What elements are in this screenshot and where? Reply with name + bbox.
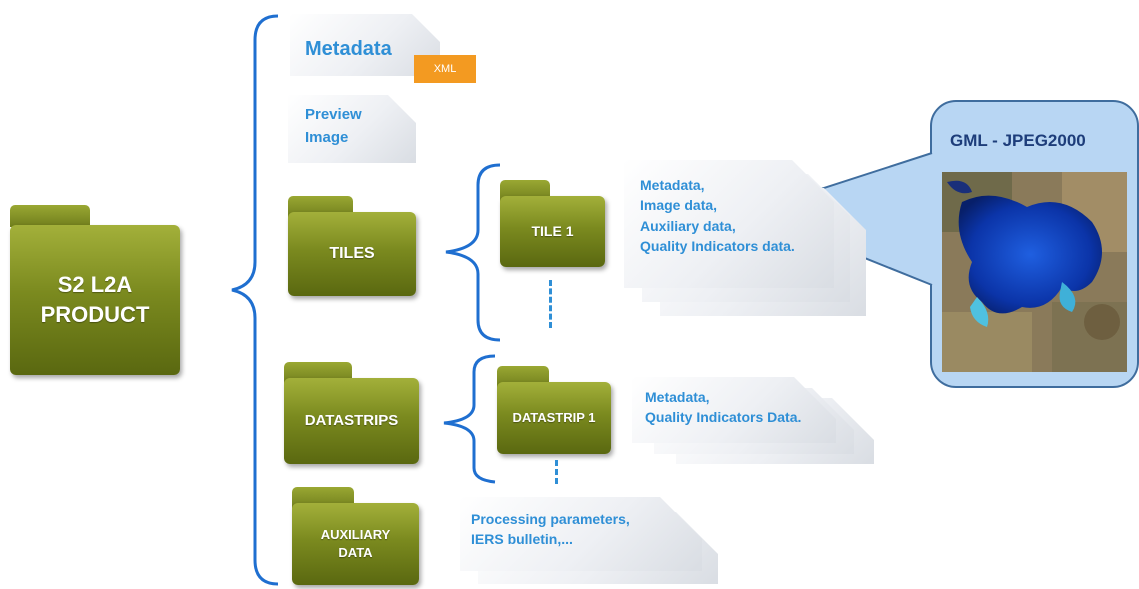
main-bracket: [231, 14, 279, 586]
auxiliary-label-line1: AUXILIARY: [320, 527, 391, 543]
preview-label-line1: Preview: [305, 106, 362, 123]
tiles-bracket: [445, 163, 501, 342]
tiles-content-page[interactable]: [624, 160, 834, 288]
tile1-label: TILE 1: [531, 223, 574, 240]
datastrips-content-line2: Quality Indicators Data.: [645, 409, 802, 426]
tiles-content-text: Metadata, Image data, Auxiliary data, Qu…: [640, 175, 795, 256]
datastrips-folder-label: DATASTRIPS: [304, 411, 399, 429]
datastrips-content-page[interactable]: [632, 377, 836, 443]
auxiliary-content-page[interactable]: [460, 497, 702, 571]
callout-title: GML - JPEG2000: [950, 131, 1086, 150]
preview-document[interactable]: [288, 95, 416, 163]
datastrips-content-line1: Metadata,: [645, 389, 710, 405]
xml-badge: XML: [414, 55, 476, 83]
metadata-label: Metadata: [305, 38, 392, 60]
root-folder[interactable]: S2 L2A PRODUCT: [10, 205, 180, 375]
tiles-content-line1: Metadata,: [640, 177, 705, 193]
auxiliary-content-line2: IERS bulletin,...: [471, 531, 573, 548]
tiles-content-line4: Quality Indicators data.: [640, 237, 795, 254]
tiles-folder[interactable]: TILES: [288, 196, 416, 296]
preview-label: Preview Image: [305, 104, 362, 149]
datastrip1-folder[interactable]: DATASTRIP 1: [497, 366, 611, 454]
satellite-image: [942, 172, 1127, 372]
tile1-folder[interactable]: TILE 1: [500, 180, 605, 267]
auxiliary-label-line2: DATA: [338, 545, 373, 560]
auxiliary-content-text: Processing parameters, IERS bulletin,...: [471, 509, 630, 550]
datastrips-folder[interactable]: DATASTRIPS: [284, 362, 419, 464]
datastrips-content-text: Metadata, Quality Indicators Data.: [645, 387, 801, 428]
tiles-folder-label: TILES: [329, 245, 375, 263]
tiles-content-line2: Image data,: [640, 197, 718, 214]
root-label-line2: PRODUCT: [40, 302, 150, 327]
tiles-content-line3: Auxiliary data,: [640, 217, 736, 234]
datastrips-bracket: [443, 354, 496, 484]
auxiliary-content-line1: Processing parameters,: [471, 511, 630, 527]
preview-label-line2: Image: [305, 128, 349, 146]
auxiliary-folder[interactable]: AUXILIARY DATA: [292, 487, 419, 585]
datastrips-ellipsis: [555, 460, 558, 484]
root-label-line1: S2 L2A: [57, 272, 133, 298]
datastrip1-label: DATASTRIP 1: [512, 410, 596, 426]
tiles-ellipsis: [549, 280, 552, 328]
